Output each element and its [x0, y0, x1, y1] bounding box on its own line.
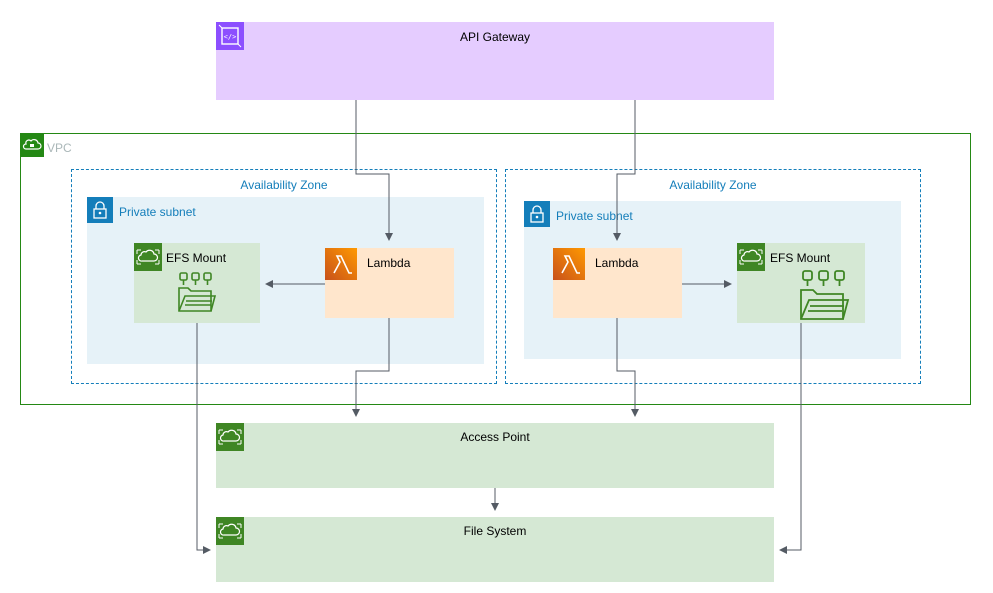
- efs-mount-label: EFS Mount: [770, 251, 831, 265]
- lambda-icon: [553, 248, 585, 280]
- svg-text:</>: </>: [224, 33, 237, 41]
- vpc-label: VPC: [47, 141, 72, 155]
- lambda-left[interactable]: Lambda: [325, 248, 454, 318]
- vpc-cloud-icon: [20, 133, 44, 157]
- lambda-label: Lambda: [595, 256, 639, 270]
- availability-zone-label: Availability Zone: [240, 178, 328, 192]
- api-gateway-icon: </>: [216, 22, 244, 50]
- vpc-container[interactable]: VPC: [20, 133, 971, 405]
- lambda-icon: [325, 248, 357, 280]
- api-gateway-label: API Gateway: [459, 30, 531, 44]
- efs-icon: [216, 423, 244, 451]
- availability-zone-label: Availability Zone: [669, 178, 757, 192]
- access-point-box[interactable]: Access Point: [216, 423, 774, 488]
- private-subnet-label: Private subnet: [556, 209, 633, 223]
- lambda-label: Lambda: [367, 256, 411, 270]
- efs-mount-label: EFS Mount: [166, 251, 227, 265]
- availability-zone-right[interactable]: Availability Zone: [505, 169, 921, 384]
- access-point-label: Access Point: [460, 430, 530, 444]
- api-gateway-box[interactable]: API Gateway: [216, 22, 774, 100]
- lock-icon: [524, 201, 550, 227]
- folder-icon: [178, 272, 217, 312]
- lock-icon: [87, 197, 113, 223]
- folder-icon: [800, 270, 850, 320]
- availability-zone-left[interactable]: Availability Zone: [71, 169, 497, 384]
- efs-icon: [216, 517, 244, 545]
- efs-icon: [134, 243, 162, 271]
- file-system-box[interactable]: File System: [216, 517, 774, 582]
- private-subnet-label: Private subnet: [119, 205, 196, 219]
- file-system-label: File System: [463, 524, 527, 538]
- efs-icon: [737, 243, 765, 271]
